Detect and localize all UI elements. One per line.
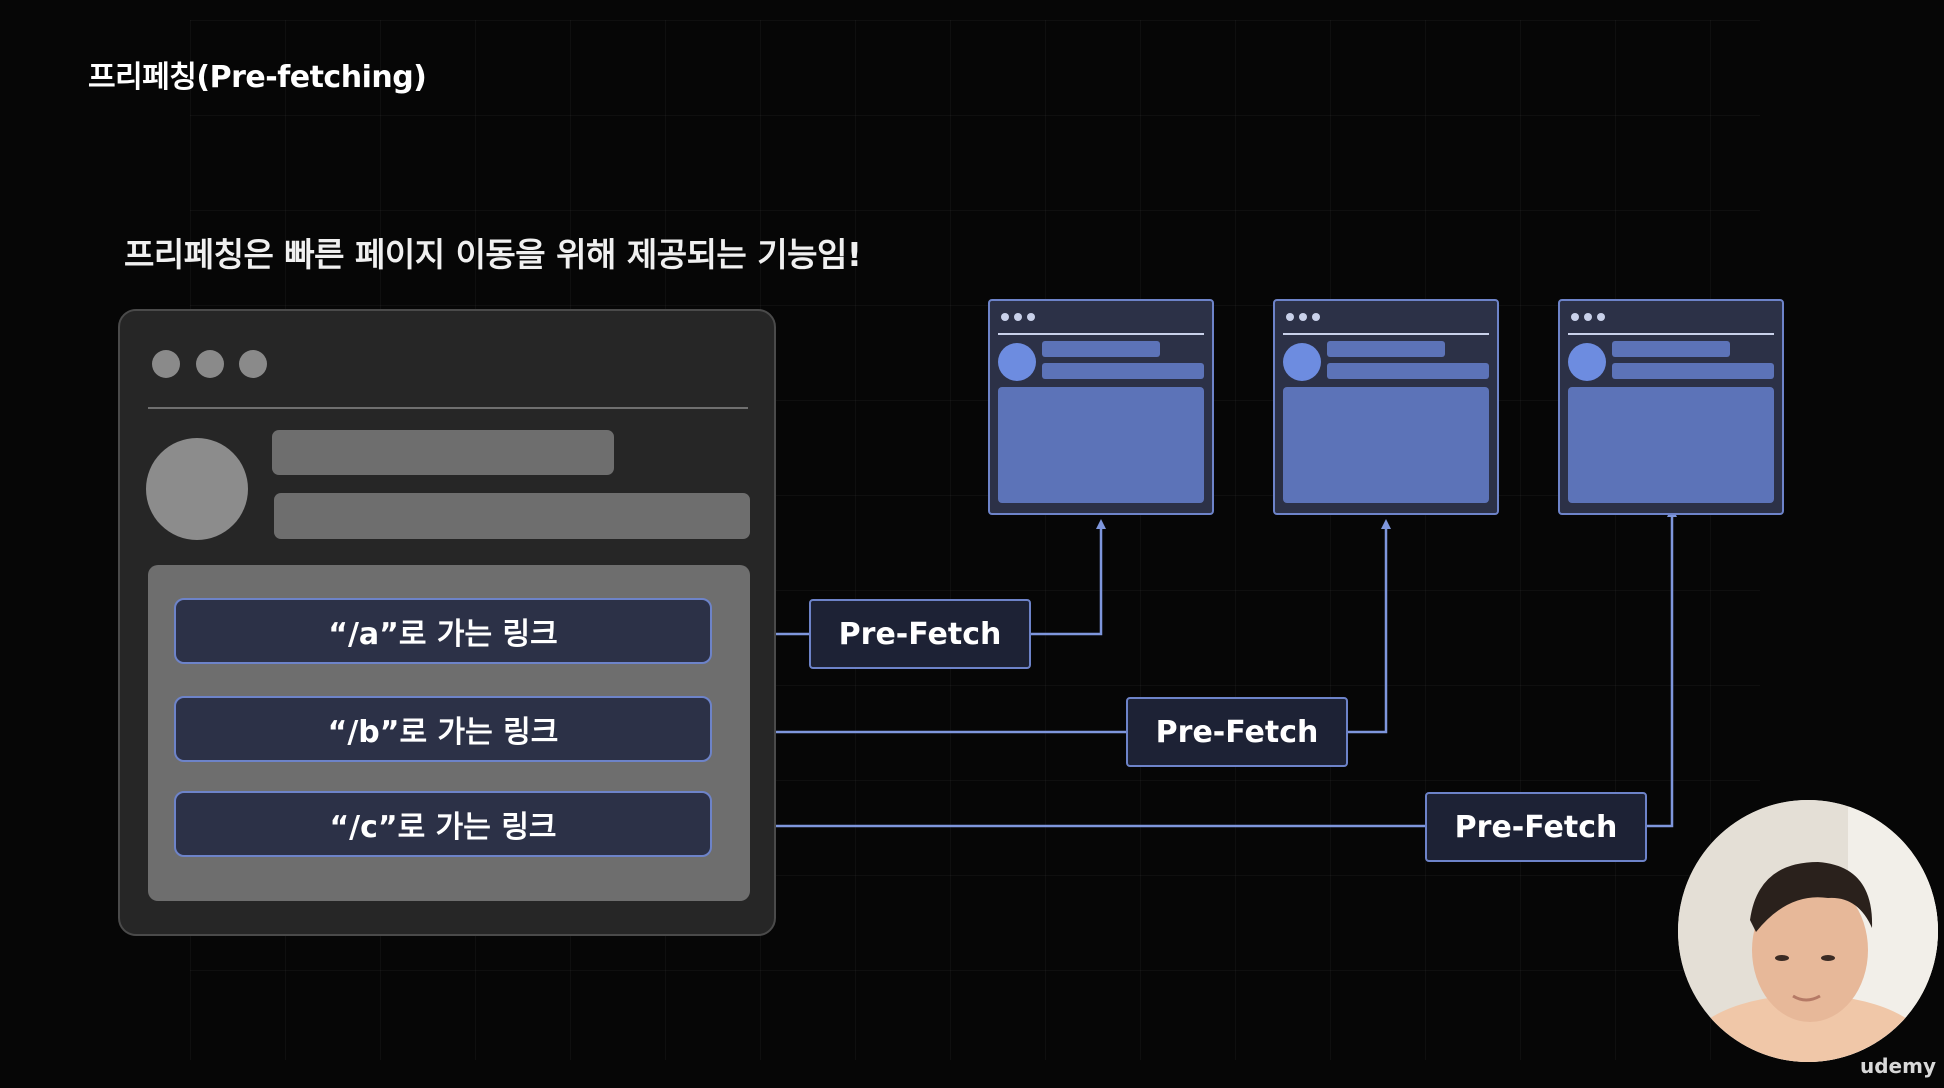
link-b[interactable]: “/b”로 가는 링크 [174,696,712,762]
avatar-placeholder [1283,343,1321,381]
presenter-webcam [1678,800,1938,1062]
connector-b-to-page [1347,519,1391,734]
subtitle: 프리페칭은 빠른 페이지 이동을 위해 제공되는 기능임! [124,235,862,274]
window-dot-icon [196,350,224,378]
header-divider [1283,333,1489,335]
avatar-placeholder [146,438,248,540]
subtitle-placeholder-bar [1042,363,1204,379]
page-c-preview [1558,299,1784,515]
title-placeholder-bar [272,430,614,475]
window-dot-icon [239,350,267,378]
window-dot-icon [1014,313,1022,321]
subtitle-placeholder-bar [1327,363,1489,379]
title-placeholder-bar [1612,341,1730,357]
window-dot-icon [1571,313,1579,321]
page-title: 프리페칭(Pre-fetching) [88,60,427,95]
connector-a-to-page [1030,519,1106,636]
content-placeholder [1283,387,1489,503]
presenter-image [1678,800,1938,1062]
window-dot-icon [1001,313,1009,321]
content-panel: “/a”로 가는 링크 “/b”로 가는 링크 “/c”로 가는 링크 [148,565,750,901]
page-b-preview [1273,299,1499,515]
window-dot-icon [1597,313,1605,321]
header-divider [998,333,1204,335]
window-dot-icon [1312,313,1320,321]
content-placeholder [998,387,1204,503]
prefetch-box-b: Pre-Fetch [1126,697,1348,767]
subtitle-placeholder-bar [1612,363,1774,379]
window-dot-icon [1299,313,1307,321]
content-placeholder [1568,387,1774,503]
prefetch-box-c: Pre-Fetch [1425,792,1647,862]
window-dot-icon [1584,313,1592,321]
title-placeholder-bar [1042,341,1160,357]
link-c[interactable]: “/c”로 가는 링크 [174,791,712,857]
header-divider [148,407,748,409]
udemy-watermark: udemy [1860,1054,1936,1078]
avatar-placeholder [998,343,1036,381]
connector-c-to-page [1646,507,1677,828]
subtitle-placeholder-bar [274,493,750,539]
window-dot-icon [1027,313,1035,321]
link-a[interactable]: “/a”로 가는 링크 [174,598,712,664]
browser-mockup: “/a”로 가는 링크 “/b”로 가는 링크 “/c”로 가는 링크 [118,309,776,936]
page-a-preview [988,299,1214,515]
window-dot-icon [1286,313,1294,321]
prefetch-box-a: Pre-Fetch [809,599,1031,669]
window-dot-icon [152,350,180,378]
avatar-placeholder [1568,343,1606,381]
title-placeholder-bar [1327,341,1445,357]
header-divider [1568,333,1774,335]
